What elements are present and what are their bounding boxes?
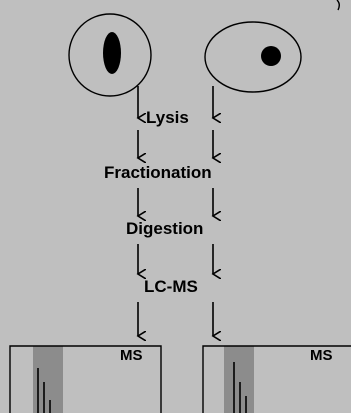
step-lcms-label: LC-MS	[144, 278, 198, 296]
left-cell	[69, 14, 151, 96]
left-cell-nucleus	[103, 32, 121, 74]
left-ms-label: MS	[120, 348, 143, 364]
step-lysis-label: Lysis	[146, 109, 189, 127]
right-cell	[205, 22, 301, 92]
edge-glyph-fragment	[337, 0, 339, 10]
right-cell-nucleus	[261, 46, 281, 66]
right-ms-highlight	[224, 346, 254, 413]
right-cell-membrane	[205, 22, 301, 92]
step-digestion-label: Digestion	[126, 220, 203, 238]
right-ms-label: MS	[310, 348, 333, 364]
step-fractionation-label: Fractionation	[104, 164, 212, 182]
